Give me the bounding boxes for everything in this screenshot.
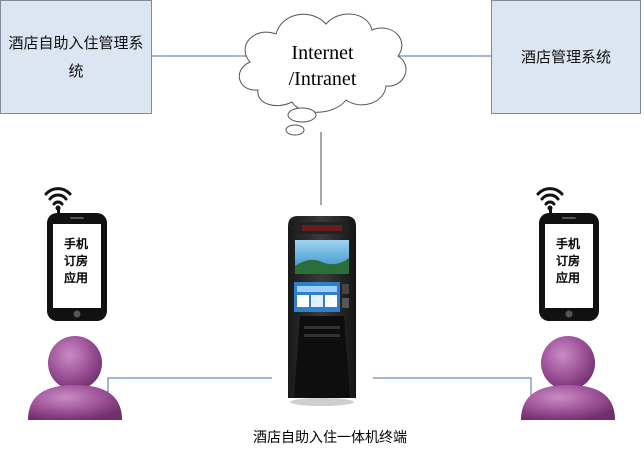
antenna-stem	[57, 208, 60, 216]
hotel-self-checkin-system-box: 酒店自助入住管理系统	[0, 0, 152, 114]
mobile-booking-app-right-label: 手机 订房 应用	[548, 236, 588, 287]
link-left-user-kiosk	[107, 377, 272, 408]
mobile-label-line: 订房	[63, 254, 88, 268]
hotel-management-system-box: 酒店管理系统	[491, 0, 641, 114]
user-silhouette-icon-right	[521, 336, 615, 420]
mobile-label-line: 订房	[555, 254, 580, 268]
kiosk-terminal-icon	[288, 216, 356, 406]
antenna-stem	[549, 208, 552, 216]
hotel-management-system-label: 酒店管理系统	[520, 48, 611, 66]
hotel-self-checkin-system-label: 酒店自助入住管理系统	[8, 34, 144, 80]
mobile-label-line: 手机	[63, 237, 88, 251]
smartphone-icon-right	[539, 213, 599, 321]
wifi-signal-icon	[536, 187, 564, 206]
user-silhouette-icon-left	[28, 336, 122, 420]
mobile-label-line: 应用	[63, 271, 88, 285]
mobile-booking-app-left-label: 手机 订房 应用	[56, 236, 96, 287]
network-label-line-2: /Intranet	[288, 68, 357, 90]
network-label: Internet /Intranet	[250, 40, 395, 92]
network-label-line-1: Internet	[291, 42, 354, 64]
smartphone-icon-left	[47, 213, 107, 321]
kiosk-caption: 酒店自助入住一体机终端	[253, 430, 407, 446]
network-cloud-icon	[238, 13, 407, 136]
mobile-label-line: 手机	[555, 237, 580, 251]
link-right-user-kiosk	[373, 377, 532, 408]
mobile-label-line: 应用	[555, 271, 580, 285]
wifi-signal-icon	[44, 187, 72, 206]
